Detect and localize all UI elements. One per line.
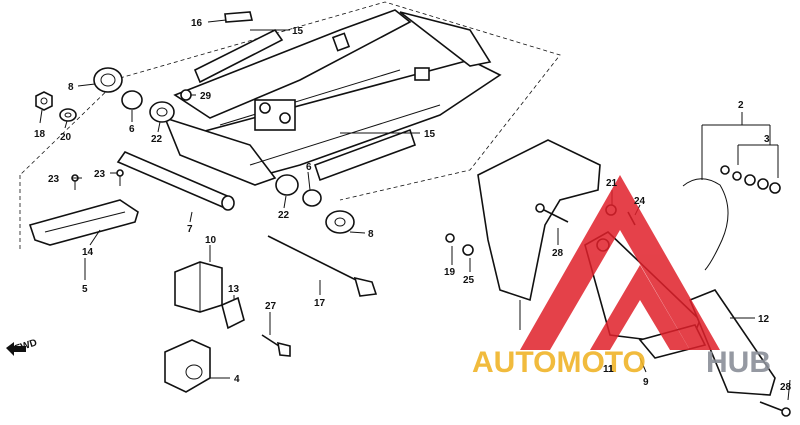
callout-25: 25 bbox=[463, 275, 475, 286]
screw-23-a bbox=[71, 174, 79, 190]
front-arrow-icon bbox=[6, 342, 26, 356]
callout-14: 14 bbox=[82, 247, 94, 258]
callout-6-upper: 6 bbox=[129, 124, 135, 135]
watermark-text-a: AUTOMOTO bbox=[472, 346, 646, 379]
bushing-22-upper bbox=[149, 101, 175, 123]
callout-2: 2 bbox=[738, 100, 744, 111]
callout-16: 16 bbox=[191, 18, 203, 29]
seal-8-upper bbox=[93, 67, 123, 93]
callout-11: 11 bbox=[603, 364, 614, 375]
callout-4: 4 bbox=[234, 374, 240, 385]
bracket-4 bbox=[164, 339, 211, 393]
callout-13: 13 bbox=[228, 284, 240, 295]
callout-6-lower: 6 bbox=[306, 162, 312, 173]
bolt-17 bbox=[267, 235, 378, 297]
master-link bbox=[720, 165, 781, 194]
bushing-6-upper bbox=[121, 90, 143, 110]
bolt-19 bbox=[445, 233, 455, 243]
drive-chain bbox=[682, 178, 729, 271]
damper-10 bbox=[174, 261, 223, 313]
pivot-shaft-7 bbox=[116, 151, 235, 211]
callout-27: 27 bbox=[265, 301, 277, 312]
watermark-text-b: HUB bbox=[706, 346, 771, 379]
decal-16 bbox=[224, 11, 254, 23]
callout-23-b: 23 bbox=[94, 169, 106, 180]
washer-20 bbox=[59, 108, 77, 122]
screw-23-b bbox=[116, 169, 124, 186]
swingarm bbox=[163, 9, 502, 186]
bushing-22-lower bbox=[275, 174, 299, 196]
callout-18: 18 bbox=[34, 129, 46, 140]
callout-10: 10 bbox=[205, 235, 217, 246]
callout-28-upper: 28 bbox=[552, 248, 564, 259]
callout-15-lower: 15 bbox=[424, 129, 436, 140]
callout-22-lower: 22 bbox=[278, 210, 290, 221]
callout-17: 17 bbox=[314, 298, 326, 309]
callout-19: 19 bbox=[444, 267, 456, 278]
callout-20: 20 bbox=[60, 132, 72, 143]
bolt-28-lower bbox=[759, 401, 791, 417]
callout-7: 7 bbox=[187, 224, 193, 235]
callout-bracket-2 bbox=[701, 112, 779, 180]
callout-28-lower: 28 bbox=[780, 382, 792, 393]
bushing-6-lower bbox=[302, 189, 322, 207]
callout-24: 24 bbox=[634, 196, 646, 207]
callout-12: 12 bbox=[758, 314, 770, 325]
bolt-28-upper bbox=[535, 203, 569, 223]
callout-8-lower: 8 bbox=[368, 229, 374, 240]
collar-13 bbox=[221, 296, 245, 330]
swingarm-group-boundary bbox=[19, 1, 561, 250]
bolt-27 bbox=[261, 334, 291, 357]
nut-18 bbox=[35, 91, 53, 111]
callout-23-a: 23 bbox=[48, 174, 60, 185]
clip-29 bbox=[180, 89, 192, 101]
callout-15-upper: 15 bbox=[292, 26, 304, 37]
callout-29: 29 bbox=[200, 91, 212, 102]
front-indicator: FWD bbox=[14, 337, 39, 355]
callout-9: 9 bbox=[643, 377, 649, 388]
callout-22-upper: 22 bbox=[151, 134, 163, 145]
watermark-logo-icon bbox=[520, 175, 720, 350]
callout-21: 21 bbox=[606, 178, 618, 189]
chain-slider-14 bbox=[28, 199, 139, 246]
callout-labels: 1 2 3 4 5 6 6 7 8 8 9 10 11 12 13 14 15 … bbox=[34, 18, 792, 393]
decal-15-upper bbox=[193, 28, 284, 84]
callout-3: 3 bbox=[764, 134, 770, 145]
chain-guard bbox=[477, 139, 601, 330]
seal-8-lower bbox=[325, 210, 355, 234]
callout-1: 1 bbox=[608, 364, 614, 375]
callout-8-upper: 8 bbox=[68, 82, 74, 93]
washer-25 bbox=[462, 244, 474, 256]
callout-5: 5 bbox=[82, 284, 88, 295]
bracket-12 bbox=[688, 289, 776, 396]
